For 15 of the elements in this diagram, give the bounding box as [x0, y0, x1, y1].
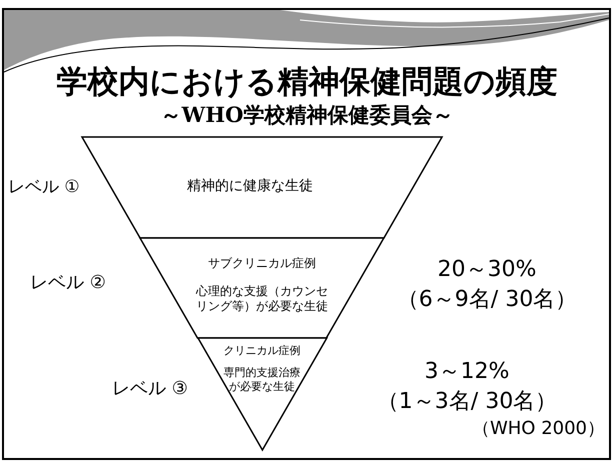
level-label: レベル ③: [112, 378, 188, 400]
slide-title: 学校内における精神保健問題の頻度: [56, 64, 558, 100]
percentage-range: 3～12%: [424, 358, 510, 386]
band-heading: サブクリニカル症例: [206, 256, 317, 271]
band-description: 心理的な支援（カウンセリング等）が必要な生徒: [194, 284, 329, 314]
student-count: （1～3名/ 30名）: [376, 388, 558, 416]
percentage-range: 20～30%: [436, 256, 538, 284]
band-heading: クリニカル症例: [222, 344, 302, 358]
band-description: 専門的支援治療が必要な生徒: [222, 366, 302, 394]
level-label: レベル ②: [30, 272, 106, 294]
source-note: （WHO 2000）: [470, 418, 605, 440]
subtitle: ～WHO学校精神保健委員会～: [160, 102, 454, 128]
student-count: （6～9名/ 30名）: [396, 286, 578, 314]
band-heading: 精神的に健康な生徒: [187, 178, 314, 195]
level-label: レベル ①: [8, 176, 80, 198]
